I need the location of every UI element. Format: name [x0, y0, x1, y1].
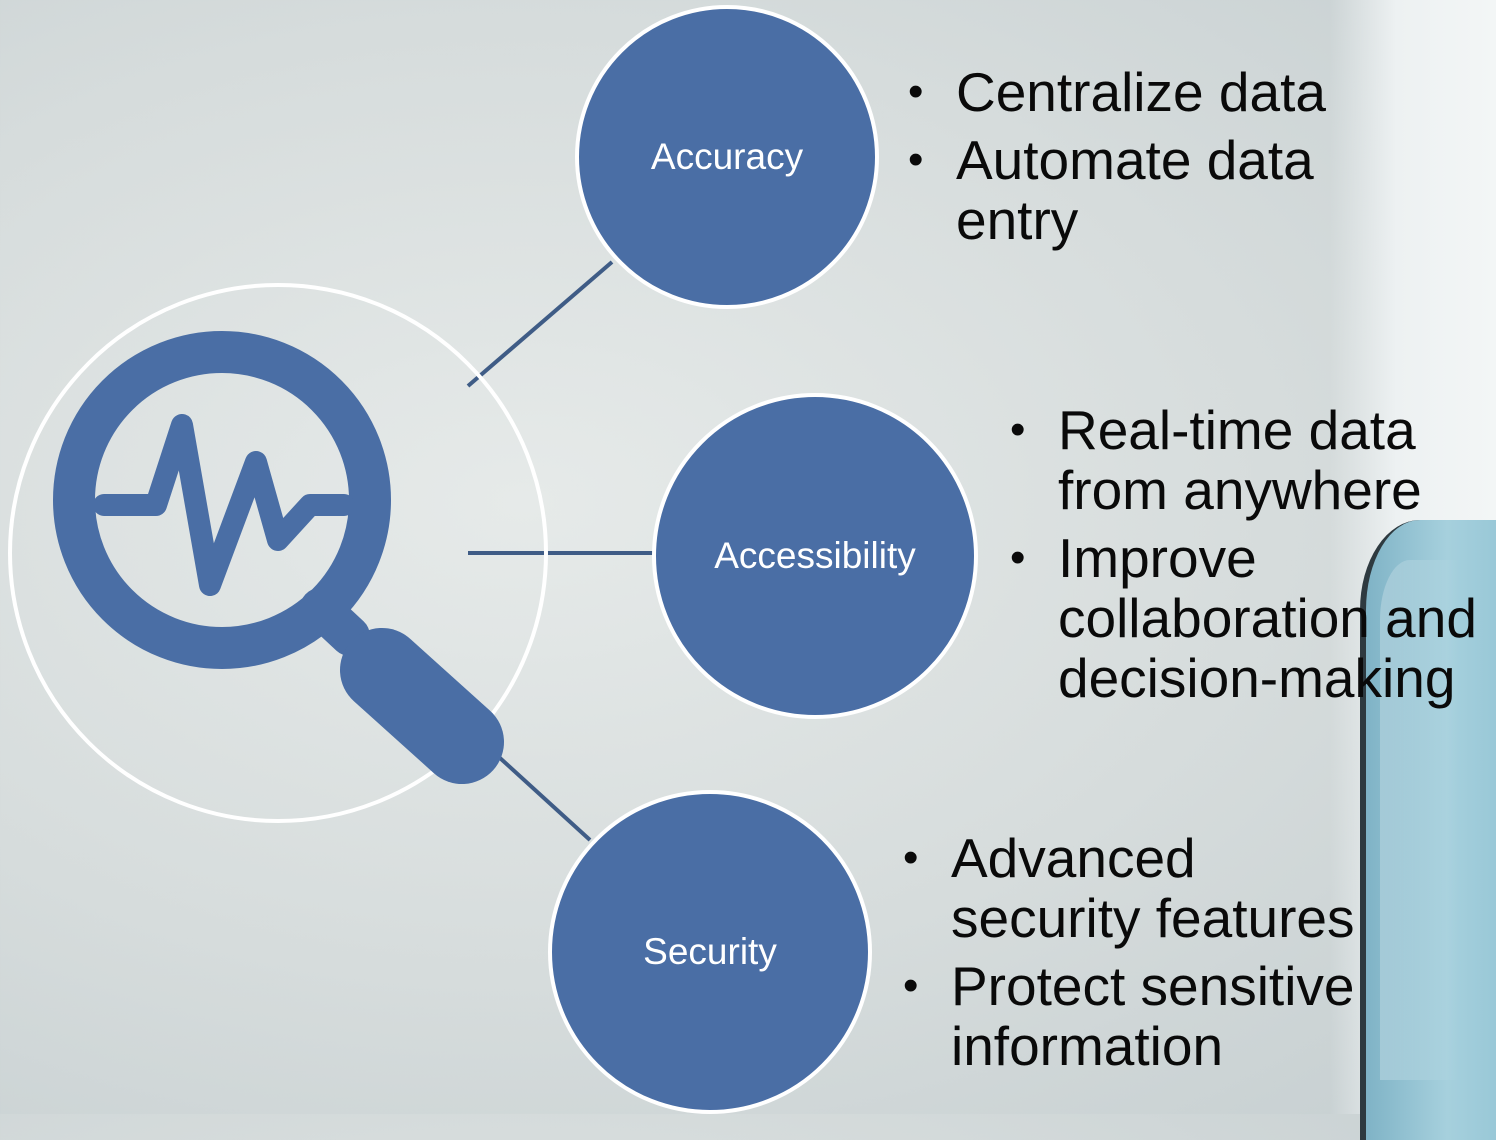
node-security-label: Security — [643, 931, 777, 972]
node-accuracy-label: Accuracy — [650, 136, 804, 177]
hub-diagram — [8, 260, 660, 842]
slide: Accuracy Centralize data Automate data e… — [0, 0, 1496, 1114]
hub-circle — [8, 283, 548, 823]
bullet-item: Centralize data — [908, 62, 1348, 122]
node-accuracy: Accuracy — [575, 5, 879, 309]
bullet-item: Protect sensitive information — [903, 956, 1383, 1076]
bullet-item: Advanced security features — [903, 828, 1383, 948]
connector-accuracy — [466, 260, 614, 388]
bullet-item: Improve collaboration and decision-makin… — [1010, 528, 1496, 708]
bullets-accessibility: Real-time data from anywhere Improve col… — [1010, 400, 1496, 716]
node-security: Security — [548, 790, 872, 1114]
bullet-item: Automate data entry — [908, 130, 1348, 250]
bullet-item: Real-time data from anywhere — [1010, 400, 1496, 520]
bullets-security: Advanced security features Protect sensi… — [903, 828, 1383, 1084]
node-accessibility-label: Accessibility — [714, 535, 916, 576]
node-accessibility: Accessibility — [652, 393, 978, 719]
bullets-accuracy: Centralize data Automate data entry — [908, 62, 1348, 258]
magnifier-pulse-icon — [53, 331, 504, 784]
